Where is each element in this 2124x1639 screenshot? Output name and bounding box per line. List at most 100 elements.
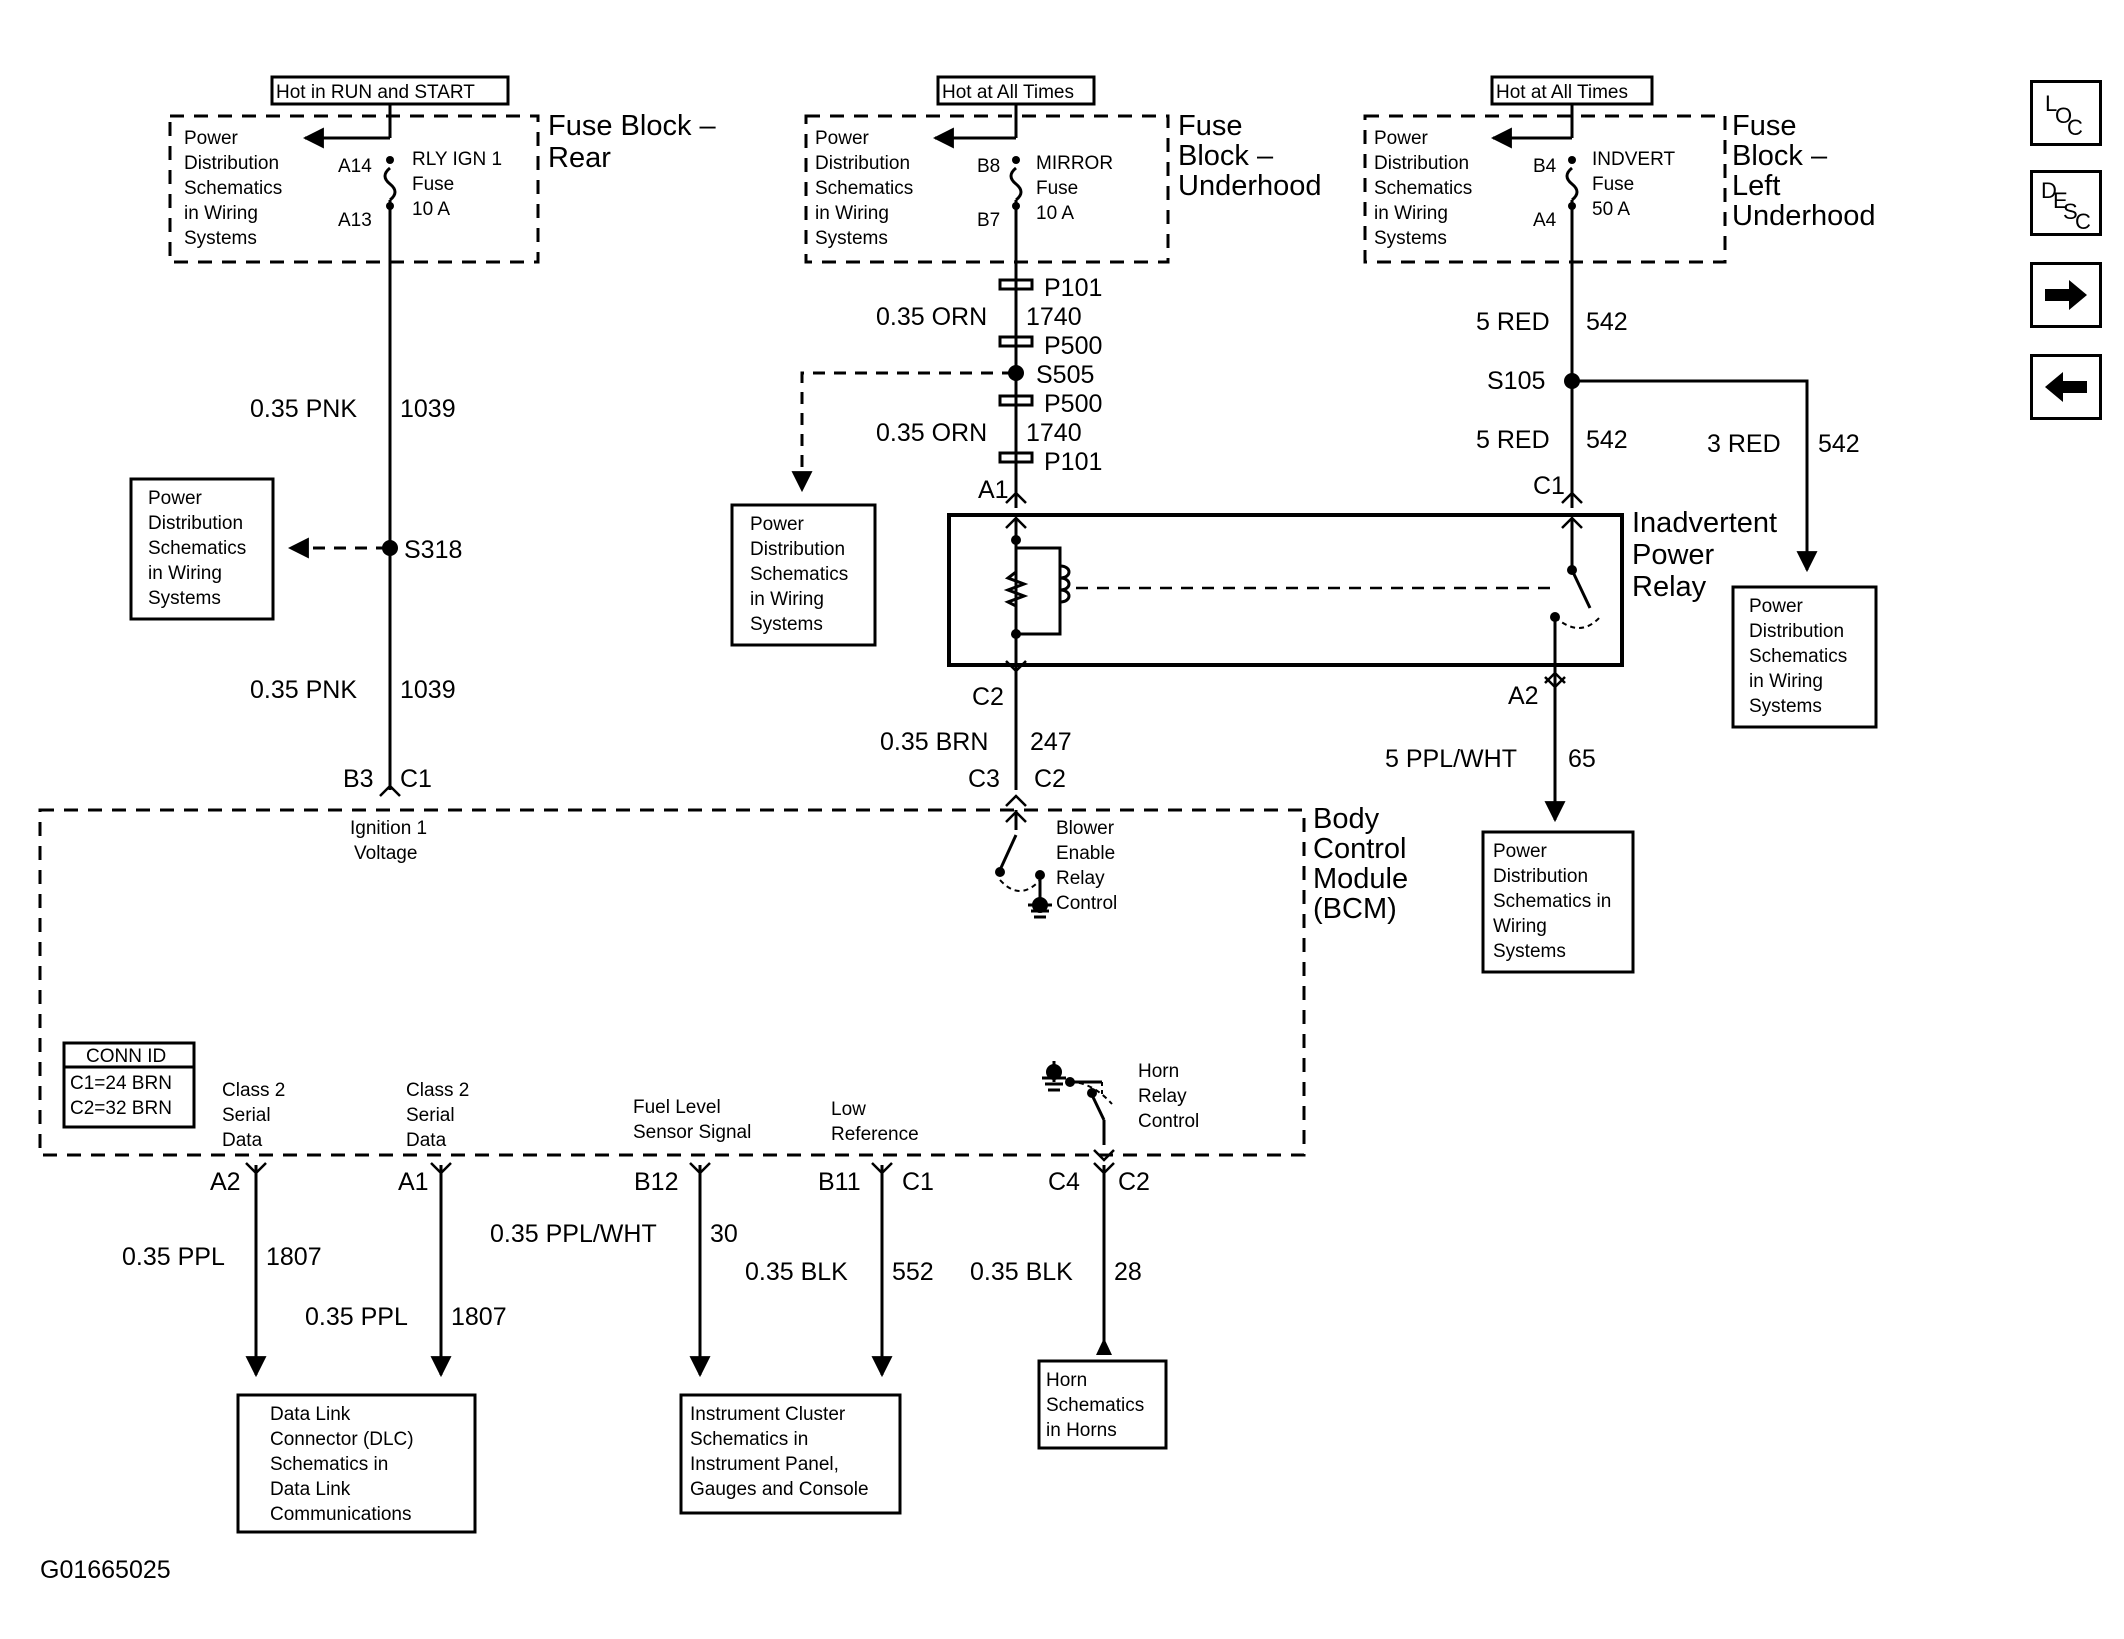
conn-p500-bot: P500 bbox=[1044, 390, 1102, 418]
svg-text:Voltage: Voltage bbox=[354, 843, 417, 864]
svg-text:Communications: Communications bbox=[270, 1504, 412, 1525]
relay-pin-c2: C2 bbox=[972, 683, 1004, 711]
svg-text:INDVERT: INDVERT bbox=[1592, 149, 1675, 170]
svg-text:Power: Power bbox=[1632, 539, 1715, 571]
svg-text:Rear: Rear bbox=[548, 142, 611, 174]
splice-s505: S505 bbox=[1036, 361, 1094, 389]
pd-box-s505 bbox=[730, 503, 877, 647]
svg-text:Fuse: Fuse bbox=[1592, 174, 1634, 195]
pin-a4: A4 bbox=[1533, 210, 1557, 231]
svg-text:Block –: Block – bbox=[1178, 140, 1274, 172]
svg-text:Systems: Systems bbox=[1749, 696, 1822, 717]
pd-label-left-underhood: Power Distribution Schematics in Wiring … bbox=[1374, 128, 1472, 249]
circuit-542-c: 542 bbox=[1818, 430, 1860, 458]
svg-text:Schematics: Schematics bbox=[184, 178, 282, 199]
pd-label-underhood: Power Distribution Schematics in Wiring … bbox=[815, 128, 913, 249]
instrument-cluster-box bbox=[679, 1393, 902, 1515]
svg-text:Distribution: Distribution bbox=[750, 539, 845, 560]
signal-class2-b: Class 2 Serial Data bbox=[406, 1080, 469, 1151]
svg-text:Body: Body bbox=[1313, 803, 1380, 835]
svg-text:Distribution: Distribution bbox=[1749, 621, 1844, 642]
svg-text:Reference: Reference bbox=[831, 1124, 919, 1145]
svg-text:Relay: Relay bbox=[1138, 1086, 1187, 1107]
svg-text:Data: Data bbox=[222, 1130, 263, 1151]
svg-text:in Wiring: in Wiring bbox=[815, 203, 889, 224]
svg-text:Power: Power bbox=[1749, 596, 1804, 617]
svg-text:Power: Power bbox=[1374, 128, 1429, 149]
svg-text:Fuse Block –: Fuse Block – bbox=[548, 110, 716, 142]
conn-id-title: CONN ID bbox=[86, 1046, 166, 1067]
pin-b11: B11 bbox=[818, 1168, 861, 1196]
circuit-247: 247 bbox=[1030, 728, 1072, 756]
svg-text:Distribution: Distribution bbox=[1374, 153, 1469, 174]
svg-text:Systems: Systems bbox=[184, 228, 257, 249]
svg-text:Horn: Horn bbox=[1138, 1061, 1179, 1082]
svg-text:in Wiring: in Wiring bbox=[184, 203, 258, 224]
hot-label-left-underhood: Hot at All Times bbox=[1496, 82, 1628, 103]
svg-text:Class 2: Class 2 bbox=[222, 1080, 285, 1101]
wire-red-542-a: 5 RED bbox=[1476, 308, 1550, 336]
fuse-block-left-underhood-title: Fuse Block – Left Underhood bbox=[1732, 110, 1876, 232]
wire-ppl-1807-a: 0.35 PPL bbox=[122, 1243, 225, 1271]
svg-text:Enable: Enable bbox=[1056, 843, 1115, 864]
svg-text:Relay: Relay bbox=[1056, 868, 1105, 889]
bcm-conn-c3: C3 bbox=[968, 765, 1000, 793]
svg-text:Schematics: Schematics bbox=[1046, 1395, 1144, 1416]
svg-text:10 A: 10 A bbox=[1036, 203, 1074, 224]
pd-box-s505-text: Power Distribution Schematics in Wiring … bbox=[750, 514, 848, 635]
svg-text:Inadvertent: Inadvertent bbox=[1632, 507, 1777, 539]
svg-text:Wiring: Wiring bbox=[1493, 916, 1547, 937]
splice-s318: S318 bbox=[404, 536, 462, 564]
fuse-block-underhood-outline bbox=[804, 114, 1170, 264]
wire-orn-1740-a: 0.35 ORN bbox=[876, 303, 987, 331]
svg-text:Left: Left bbox=[1732, 170, 1780, 202]
wire-pnk-1039-b: 0.35 PNK bbox=[250, 676, 357, 704]
svg-text:Fuse: Fuse bbox=[412, 174, 454, 195]
conn-c1-left: C1 bbox=[400, 765, 432, 793]
fuse-indvert: INDVERT Fuse 50 A bbox=[1592, 149, 1675, 220]
wire-ppl-wht-65: 5 PPL/WHT bbox=[1385, 745, 1517, 773]
circuit-1039-a: 1039 bbox=[400, 395, 456, 423]
svg-text:Schematics in: Schematics in bbox=[1493, 891, 1611, 912]
relay-pin-a1: A1 bbox=[978, 476, 1009, 504]
next-button[interactable] bbox=[2030, 262, 2102, 328]
svg-text:Blower: Blower bbox=[1056, 818, 1115, 839]
inadvertent-power-relay-box bbox=[947, 513, 1624, 667]
wire-pnk-1039-a: 0.35 PNK bbox=[250, 395, 357, 423]
svg-text:Fuse: Fuse bbox=[1036, 178, 1078, 199]
svg-text:Power: Power bbox=[1493, 841, 1548, 862]
wire-red-542-c: 3 RED bbox=[1707, 430, 1781, 458]
splice-s505-dot bbox=[1008, 365, 1024, 381]
circuit-552: 552 bbox=[892, 1258, 934, 1286]
svg-text:Control: Control bbox=[1138, 1111, 1199, 1132]
svg-text:Power: Power bbox=[815, 128, 870, 149]
wire-blk-28: 0.35 BLK bbox=[970, 1258, 1073, 1286]
inadvertent-power-relay-title: Inadvertent Power Relay bbox=[1632, 507, 1777, 603]
svg-text:Power: Power bbox=[184, 128, 239, 149]
svg-text:Ignition 1: Ignition 1 bbox=[350, 818, 427, 839]
svg-text:Module: Module bbox=[1313, 863, 1408, 895]
circuit-1807-a: 1807 bbox=[266, 1243, 322, 1271]
pd-box-s318 bbox=[129, 477, 275, 621]
signal-low-reference: Low Reference bbox=[831, 1099, 919, 1145]
previous-button[interactable] bbox=[2030, 354, 2102, 420]
wire-orn-1740-b: 0.35 ORN bbox=[876, 419, 987, 447]
svg-text:(BCM): (BCM) bbox=[1313, 893, 1397, 925]
circuit-1740-a: 1740 bbox=[1026, 303, 1082, 331]
dlc-box bbox=[236, 1393, 477, 1534]
bcm-conn-c2: C2 bbox=[1034, 765, 1066, 793]
desc-button[interactable]: D E S C bbox=[2030, 170, 2102, 236]
fuse-block-rear-outline bbox=[168, 114, 540, 264]
arrow-right-icon bbox=[2045, 280, 2087, 310]
circuit-1807-b: 1807 bbox=[451, 1303, 507, 1331]
pd-box-s105-text: Power Distribution Schematics in Wiring … bbox=[1749, 596, 1847, 717]
bcm-outline bbox=[38, 808, 1306, 1157]
pin-b7: B7 bbox=[977, 210, 1000, 231]
wire-brn-247: 0.35 BRN bbox=[880, 728, 988, 756]
loc-button[interactable]: L O C bbox=[2030, 80, 2102, 146]
dlc-box-text: Data Link Connector (DLC) Schematics in … bbox=[270, 1404, 414, 1525]
loc-icon: L O C bbox=[2045, 91, 2083, 140]
pd-box-s105 bbox=[1731, 585, 1878, 729]
svg-text:in Wiring: in Wiring bbox=[1749, 671, 1823, 692]
svg-text:in Wiring: in Wiring bbox=[750, 589, 824, 610]
